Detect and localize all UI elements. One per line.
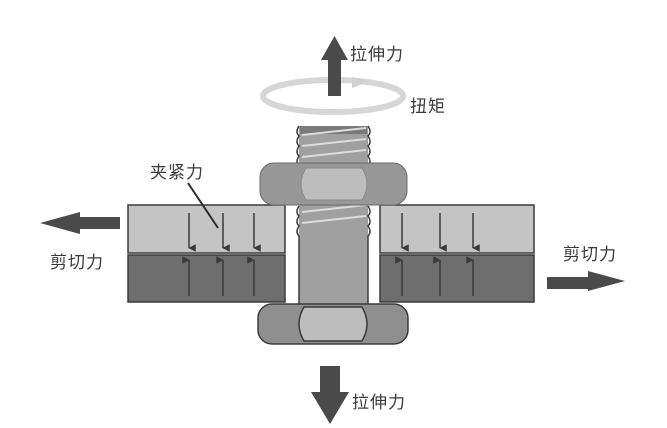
tension-arrow-up-icon bbox=[321, 36, 348, 96]
upper-plate-right bbox=[379, 204, 535, 254]
label-tension-bottom: 拉伸力 bbox=[352, 393, 406, 413]
tension-arrow-down-icon bbox=[311, 366, 349, 424]
label-torque: 扭矩 bbox=[410, 97, 446, 117]
shear-arrow-right-icon bbox=[547, 271, 625, 291]
label-clamping-force: 夹紧力 bbox=[150, 163, 204, 183]
clamp-arrows-right bbox=[395, 213, 480, 296]
nut-top bbox=[259, 162, 408, 206]
label-shear-left: 剪切力 bbox=[50, 253, 104, 273]
right-plate-stack bbox=[379, 204, 535, 303]
bolt-shank bbox=[296, 125, 371, 308]
left-plate-stack bbox=[127, 204, 286, 303]
lower-plate-right bbox=[379, 254, 535, 303]
label-tension-top: 拉伸力 bbox=[350, 45, 404, 65]
bolt-head-bottom bbox=[257, 303, 409, 345]
clamp-arrows-left bbox=[182, 213, 261, 296]
lower-plate-left bbox=[127, 254, 286, 303]
label-shear-right: 剪切力 bbox=[563, 245, 617, 265]
clamp-leader-line bbox=[187, 182, 219, 229]
shear-arrow-left-icon bbox=[40, 212, 120, 234]
